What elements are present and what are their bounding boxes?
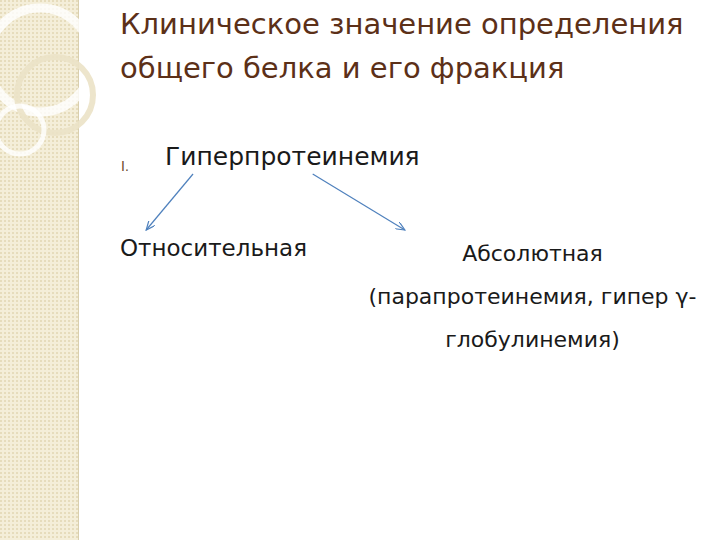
slide-title: Клиническое значение определения общего …: [120, 2, 705, 90]
ornament-strip: [0, 0, 78, 540]
list-marker: I.: [121, 158, 129, 174]
term-text: Абсолютная (парапротеинемия, гипер γ- гл…: [360, 232, 705, 361]
root-term: Гиперпротеинемия: [165, 141, 420, 173]
strip-edge: [78, 0, 79, 540]
term-text: Относительная: [120, 232, 307, 264]
branch-term: Абсолютная (парапротеинемия, гипер γ- гл…: [360, 232, 705, 361]
ornament-circle: [17, 57, 93, 133]
branch-arrow: [146, 174, 193, 230]
ornament-circle: [0, 106, 44, 154]
branch-arrow: [313, 174, 405, 230]
branch-term: Относительная: [120, 232, 307, 264]
term-text: Гиперпротеинемия: [165, 141, 420, 173]
